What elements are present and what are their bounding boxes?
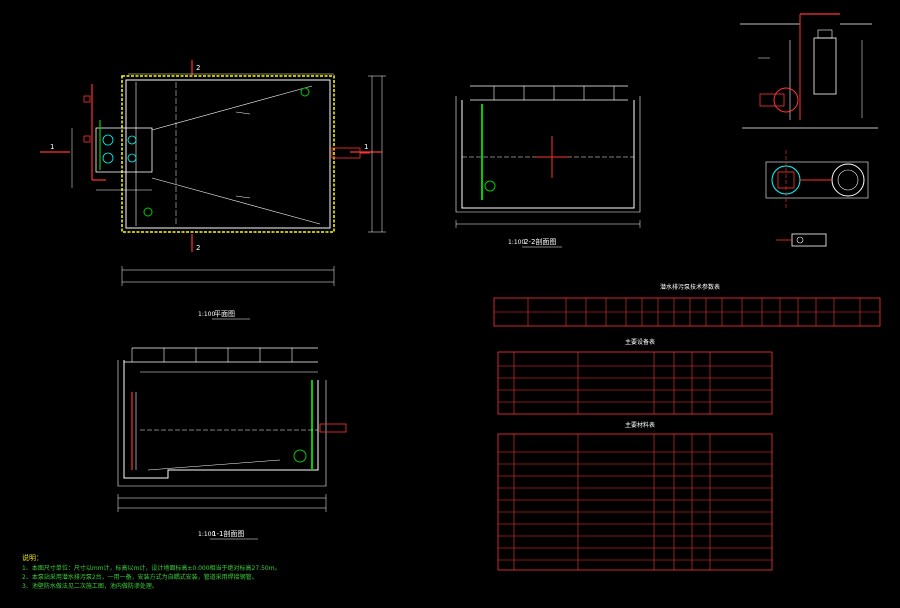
pump-plan-body-icon — [831, 163, 865, 197]
plan-view: 1 1 2 2 1:100 平面图 — [40, 60, 386, 320]
table3-title: 主要材料表 — [625, 421, 655, 429]
section-mark-2-bottom: 2 — [196, 244, 200, 252]
note-line-2: 2、本泵站采用潜水排污泵2台，一用一备，安装方式为自耦式安装，管道采用焊接钢管。 — [22, 574, 258, 581]
section22-valve-icon — [484, 180, 496, 192]
pump-parameter-table: 潜水排污泵技术参数表 — [493, 283, 881, 327]
note-line-1: 1、本图尺寸单位：尺寸以mm计，标高以m计，设计地面标高±0.000相当于绝对标… — [22, 565, 281, 572]
vent-icon — [143, 207, 153, 217]
section11-pump-icon — [293, 449, 307, 463]
pump-detail — [740, 13, 878, 247]
section11-title: 1-1剖面图 — [212, 529, 244, 538]
section22-title: 2-2剖面图 — [524, 237, 556, 246]
plan-inner-wall — [125, 79, 331, 229]
section22-walls — [461, 100, 635, 209]
plan-slope-line-upper — [151, 85, 313, 131]
plan-outer-wall — [121, 75, 335, 233]
plan-pump-pit — [95, 127, 153, 173]
section-mark-1-right: 1 — [364, 143, 368, 151]
note-line-3: 3、池壁防水做法见二次施工图，池内做防渗处理。 — [22, 583, 158, 590]
table2-title: 主要设备表 — [625, 338, 655, 346]
section-1-1: 1:100 1-1剖面图 — [117, 347, 347, 540]
plan-slope-line-lower — [151, 177, 321, 225]
section11-inlet-pipe — [319, 423, 347, 433]
material-table: 主要材料表 — [497, 421, 773, 571]
plan-scale: 1:100 — [198, 311, 215, 318]
pump-body — [813, 37, 837, 95]
ladder-icon — [300, 87, 310, 97]
table1-title: 潜水排污泵技术参数表 — [660, 283, 720, 291]
plan-title: 平面图 — [214, 310, 235, 318]
pump-elbow-icon — [773, 87, 799, 113]
notes-header: 说明： — [22, 554, 43, 562]
section22-scale: 1:100 — [508, 239, 525, 246]
section-mark-1-left: 1 — [50, 143, 54, 151]
section11-walls — [123, 360, 319, 479]
equipment-table: 主要设备表 — [497, 338, 773, 415]
section11-scale: 1:100 — [198, 531, 215, 538]
section-mark-2-top: 2 — [196, 64, 200, 72]
general-notes: 说明： 1、本图尺寸单位：尺寸以mm计，标高以m计，设计地面标高±0.000相当… — [22, 554, 452, 591]
section-2-2: 1:100 2-2剖面图 — [455, 85, 641, 248]
plan-inlet-pipe — [331, 147, 361, 159]
pump-1-icon — [102, 134, 114, 146]
pump-2-icon — [102, 152, 114, 164]
